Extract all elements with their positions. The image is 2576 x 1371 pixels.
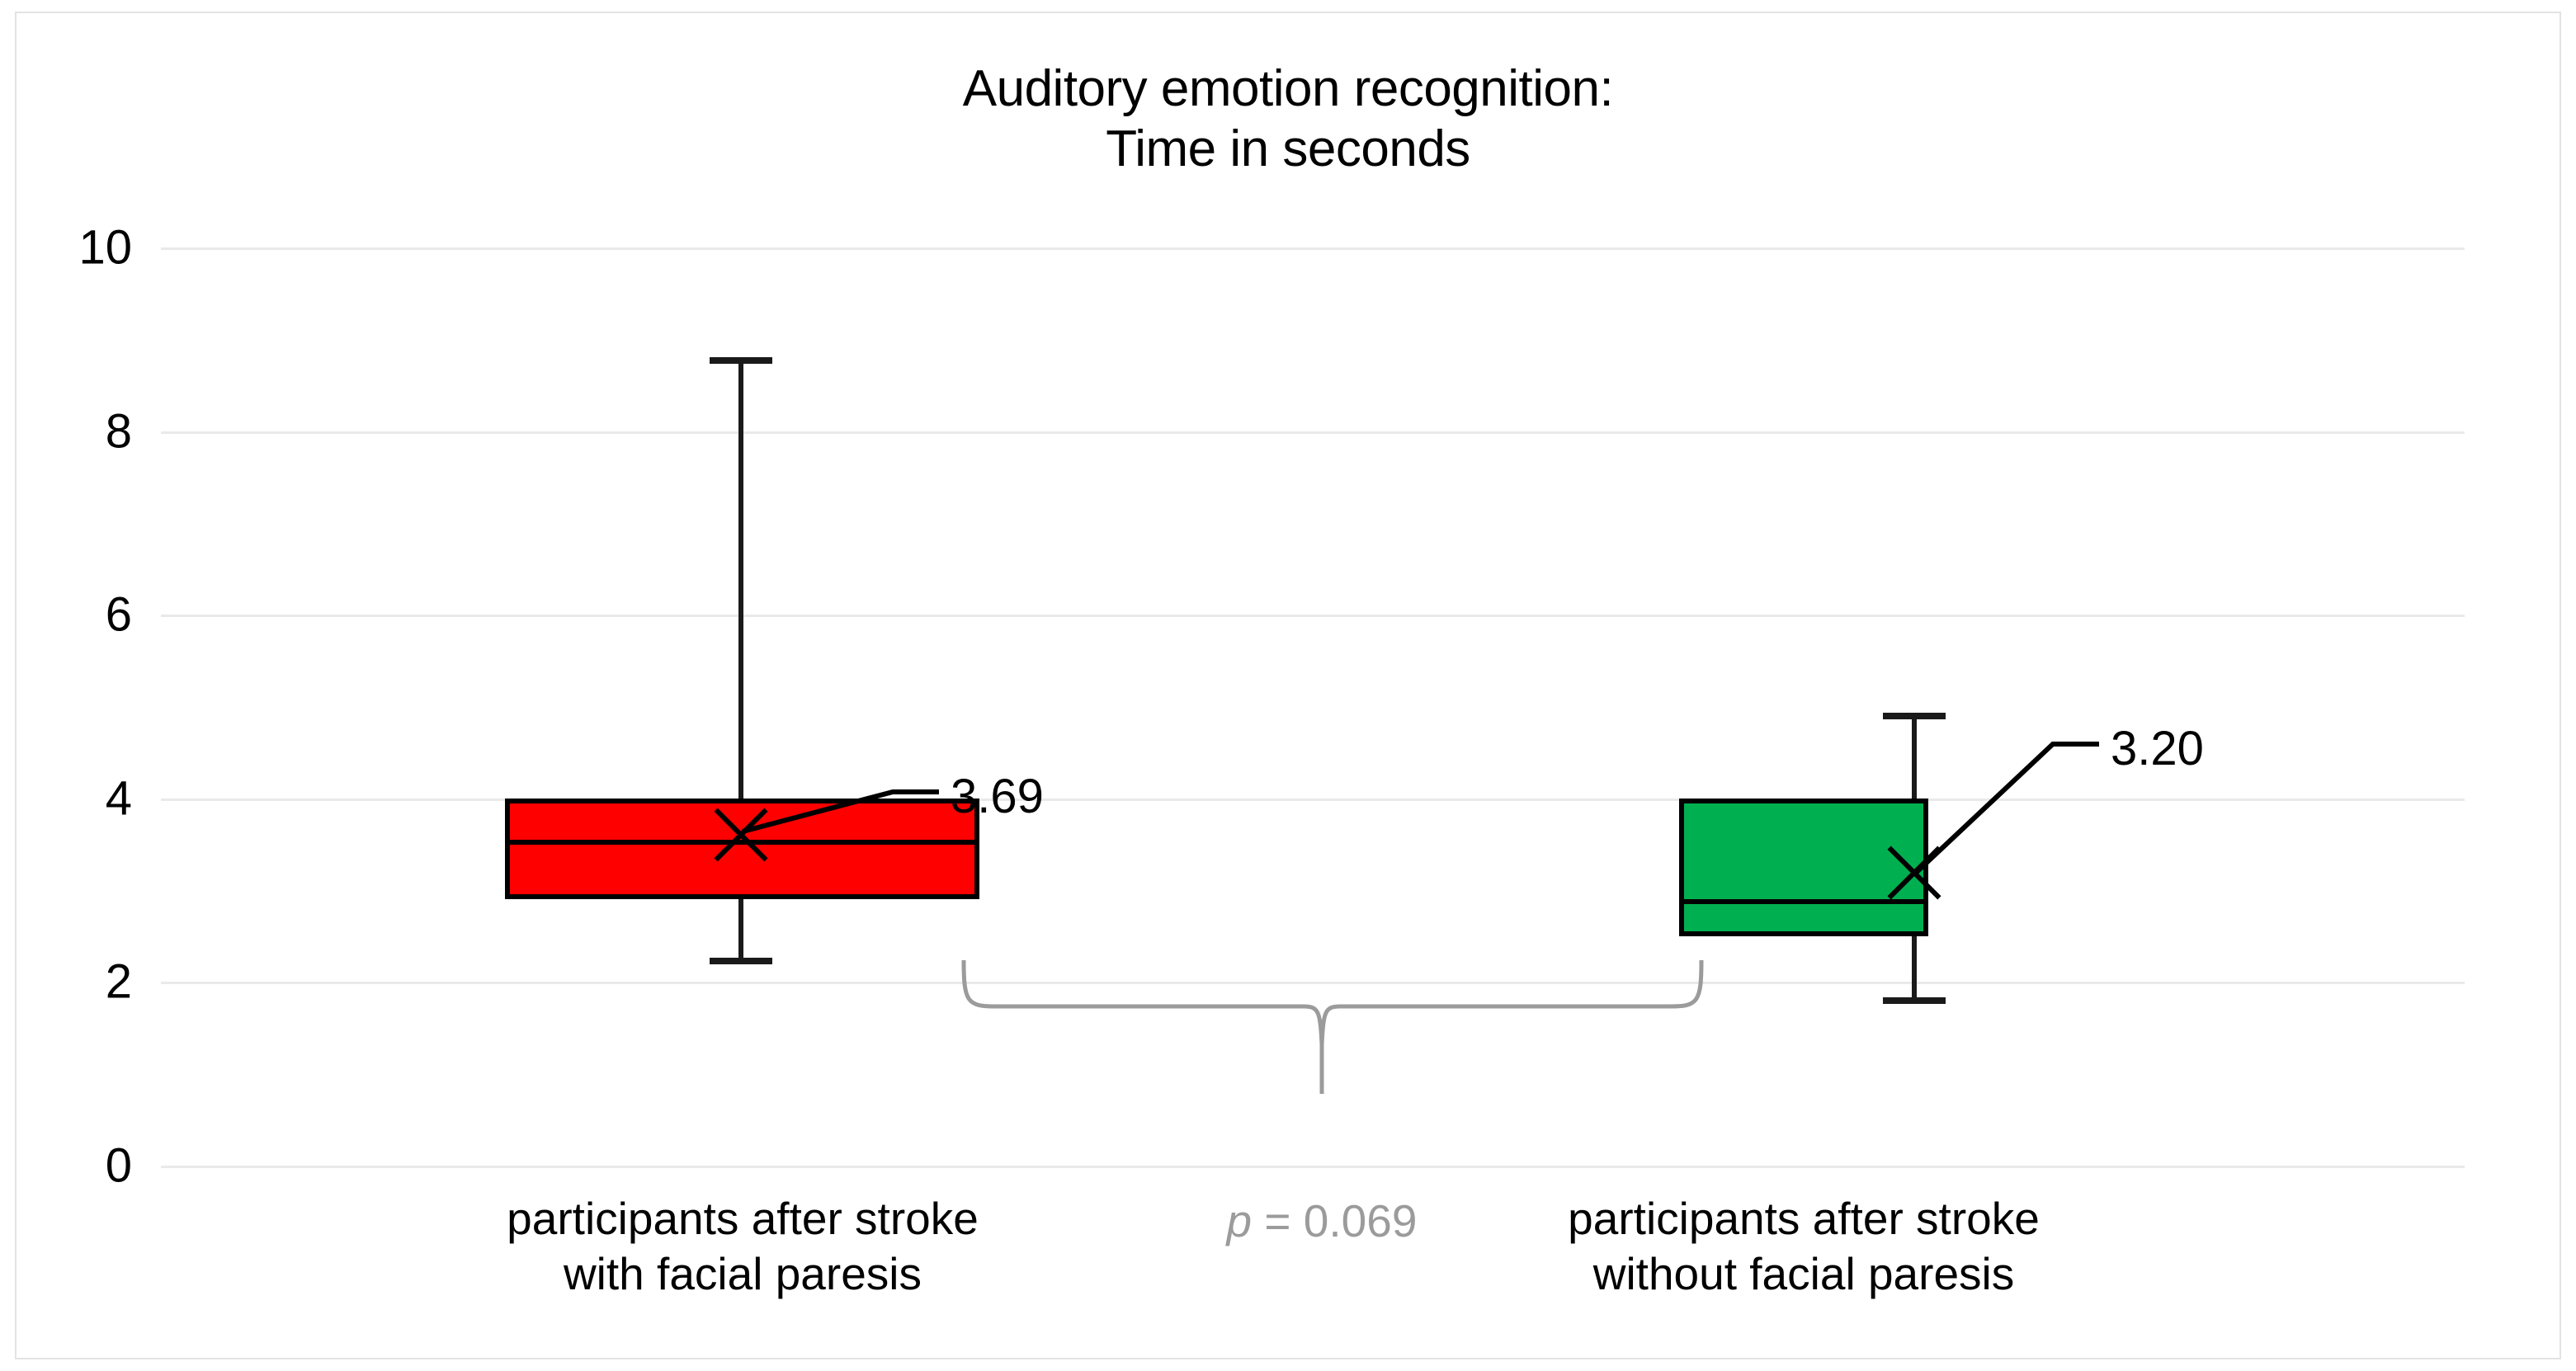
category-label-with-facial-paresis: participants after stroke with facial pa… xyxy=(421,1191,1064,1302)
whisker-lower-cap-green xyxy=(1883,997,1946,1004)
ytick-label-8: 8 xyxy=(105,404,132,459)
whisker-lower-line-green xyxy=(1912,936,1917,1001)
p-value-annotation: p = 0.069 xyxy=(1116,1194,1528,1247)
gridline-8 xyxy=(161,431,2465,434)
ytick-label-2: 2 xyxy=(105,954,132,1009)
ytick-label-4: 4 xyxy=(105,771,132,826)
p-value-text: = 0.069 xyxy=(1252,1195,1418,1246)
whisker-lower-line-red xyxy=(738,899,743,961)
whisker-upper-cap-red xyxy=(710,357,772,364)
mean-marker-red xyxy=(705,799,776,870)
category-label-without-facial-paresis: participants after stroke without facial… xyxy=(1482,1191,2125,1302)
whisker-upper-line-green xyxy=(1912,715,1917,800)
whisker-lower-cap-red xyxy=(710,958,772,964)
category-label-line-2: without facial paresis xyxy=(1592,1248,2015,1300)
ytick-label-6: 6 xyxy=(105,587,132,642)
gridline-10 xyxy=(161,247,2465,250)
chart-frame: Auditory emotion recognition: Time in se… xyxy=(15,12,2561,1359)
chart-title: Auditory emotion recognition: Time in se… xyxy=(17,59,2559,179)
whisker-upper-cap-green xyxy=(1883,713,1946,719)
category-label-line-2: with facial paresis xyxy=(563,1248,922,1300)
ytick-label-10: 10 xyxy=(78,220,132,275)
chart-title-line-1: Auditory emotion recognition: xyxy=(962,60,1614,117)
gridline-0 xyxy=(161,1166,2465,1168)
mean-value-label-green: 3.20 xyxy=(2111,722,2204,775)
chart-title-line-2: Time in seconds xyxy=(1106,120,1470,178)
category-label-line-1: participants after stroke xyxy=(507,1193,979,1244)
mean-marker-green xyxy=(1879,837,1950,908)
gridline-4 xyxy=(161,799,2465,801)
mean-value-label-red: 3.69 xyxy=(951,770,1044,823)
whisker-upper-line-red xyxy=(738,360,743,801)
median-line-green xyxy=(1679,899,1928,904)
p-symbol: p xyxy=(1226,1195,1253,1246)
gridline-2 xyxy=(161,982,2465,984)
ytick-label-0: 0 xyxy=(105,1138,132,1193)
gridline-6 xyxy=(161,615,2465,617)
category-label-line-1: participants after stroke xyxy=(1568,1193,2040,1244)
